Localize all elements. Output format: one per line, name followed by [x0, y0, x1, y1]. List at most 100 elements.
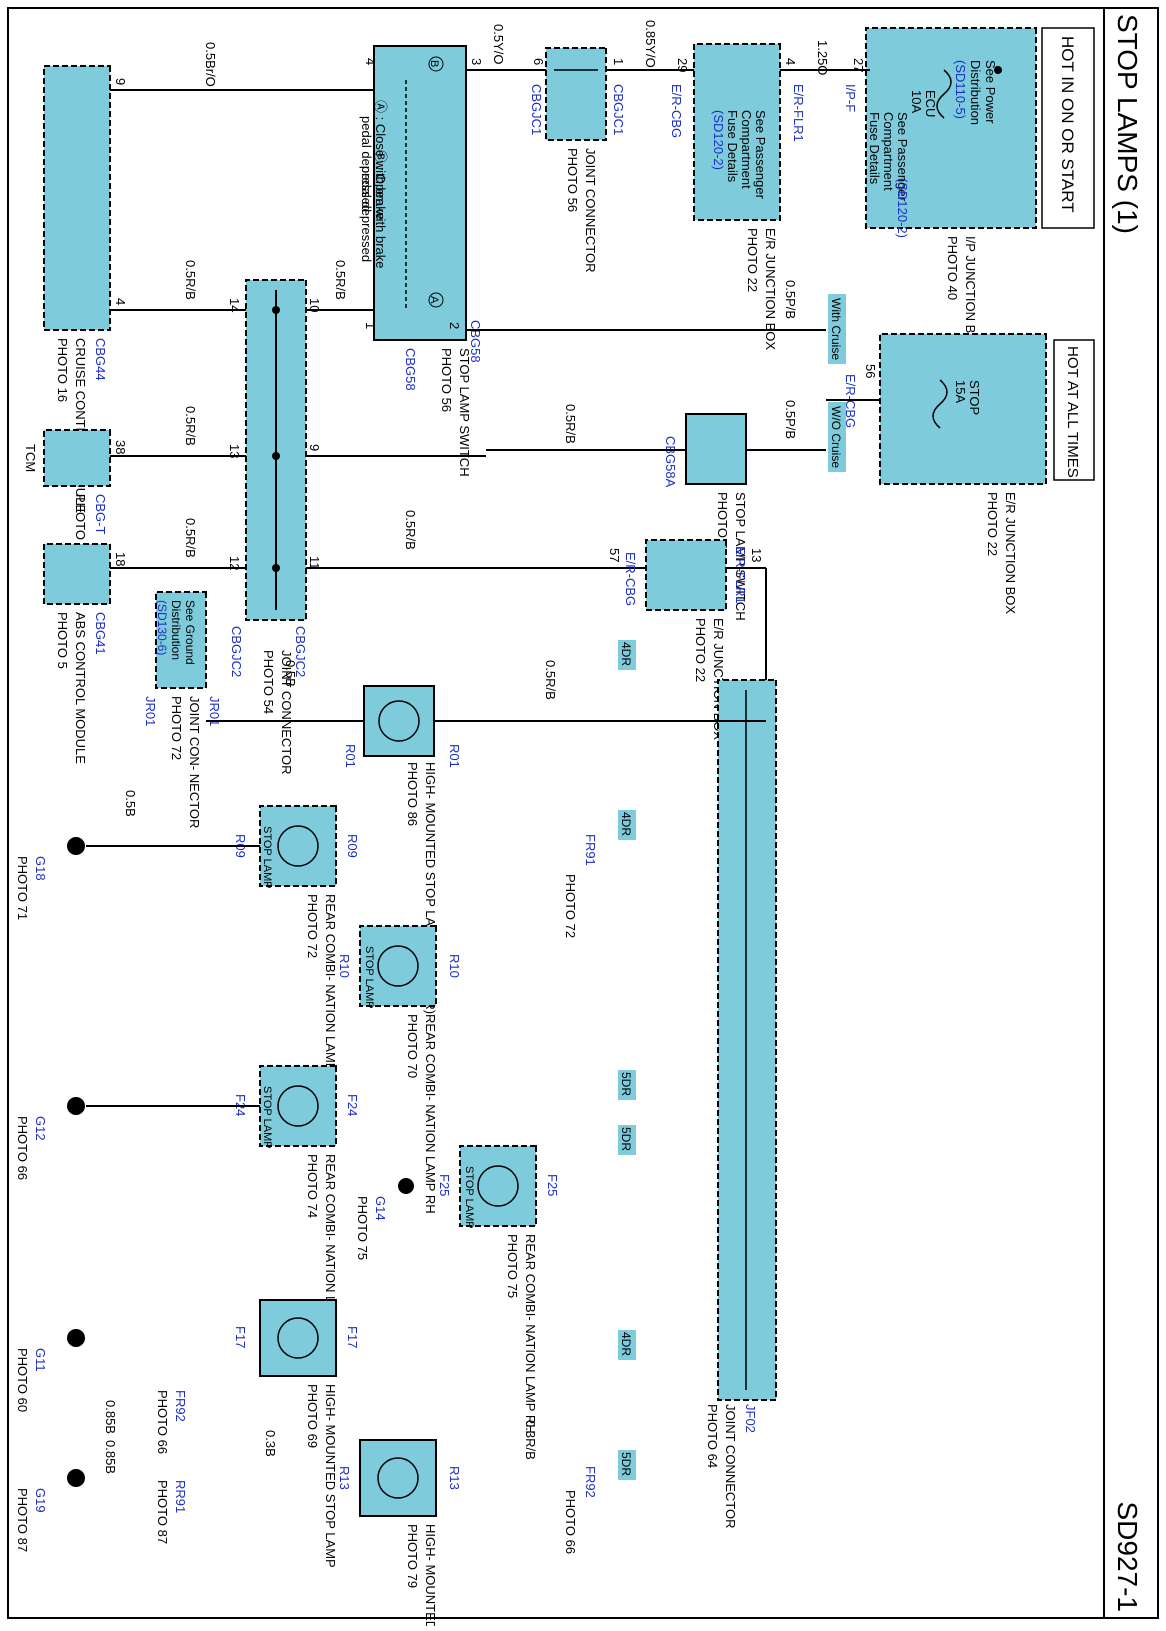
ccm-label: CRUISE CONTROL MODULE — [73, 338, 88, 513]
conn-jr01-b: JR01 — [143, 696, 158, 726]
ground-note-1: See Ground — [183, 600, 197, 665]
pass-fuse-note-4: (SD120-2) — [895, 178, 910, 238]
er-junction-box-mid — [645, 539, 727, 611]
rear-rh-5dr-label: REAR COMBI- NATION LAMP RH — [523, 1234, 538, 1434]
joint-connector-cbgjc1 — [545, 47, 607, 141]
switch-a-icon — [428, 292, 444, 308]
er-fuse-note-4: (SD120-2) — [711, 110, 726, 170]
tag-4dr-1-text: 4DR — [619, 642, 633, 666]
stop-fuse-label: STOP — [967, 380, 982, 415]
tcm — [43, 429, 111, 487]
conn-jr01-a: JR01 — [207, 696, 222, 726]
wire-085b-label-2: 0.85B — [103, 1440, 118, 1474]
pin-9-ccm: 9 — [113, 78, 128, 85]
note-close-1: Ⓐ : Close with brake — [373, 100, 388, 220]
pin-12-jc2: 12 — [227, 556, 242, 570]
stop-lamp-text-1: STOP LAMP — [261, 826, 273, 889]
note-close-2: pedal depressed — [359, 116, 374, 212]
lamp-bulb-icon — [277, 825, 319, 867]
ground-g11-icon — [67, 1329, 85, 1347]
conn-r01-b: R01 — [447, 744, 462, 768]
pin-9-jc2: 9 — [307, 444, 322, 451]
pin-57-er: 57 — [607, 548, 622, 562]
tag-4dr-2-text: 4DR — [619, 812, 633, 836]
lamp-bulb-icon — [377, 945, 419, 987]
ground-g19: G19 — [33, 1488, 48, 1513]
note-open-1: Ⓑ : Open with brake — [373, 150, 388, 269]
rear-combi-lamp-lh-5dr — [259, 1065, 337, 1147]
wire-05bro-label: 0.5Br/O — [203, 42, 218, 87]
tag-with-cruise — [828, 294, 846, 364]
wire-05b-g18-label: 0.5B — [123, 790, 138, 817]
conn-ercbg-stop: E/R-CBG — [843, 374, 858, 428]
conn-cbgt: CBG-T — [93, 494, 108, 535]
stop-fuse-amp: 15A — [953, 380, 968, 403]
hmsl-spoiler — [363, 685, 435, 757]
g14-photo: PHOTO 75 — [355, 1196, 370, 1260]
er-junction-box-top — [693, 43, 781, 221]
stop-fuse-icon — [932, 379, 948, 429]
jc2-label: JOINT CONNECTOR — [279, 650, 294, 774]
wire-03b-label: 0.3B — [263, 1430, 278, 1457]
pin-29: 29 — [675, 58, 690, 72]
ground-g18-icon — [67, 837, 85, 855]
pin-56: 56 — [863, 364, 878, 378]
see-power-note-3: (SD110-5) — [953, 60, 968, 119]
switch-a-label: A — [428, 296, 440, 304]
rear-combi-lamp-lh-4dr — [259, 805, 337, 887]
conn-r10-b: R10 — [447, 954, 462, 978]
jc1-label: JOINT CONNECTOR — [583, 148, 598, 272]
wire-05rb-ccm-label: 0.5R/B — [183, 260, 198, 300]
hot-run-label: HOT IN ON OR START — [1058, 36, 1077, 213]
conn-r09-b: R09 — [345, 834, 360, 858]
rear-rh-4dr-label: REAR COMBI- NATION LAMP RH — [423, 1014, 438, 1214]
hot-always-box — [1053, 339, 1095, 481]
tag-5dr-1 — [618, 1070, 636, 1100]
jc2-photo: PHOTO 54 — [261, 650, 276, 714]
pin-13-er: 13 — [749, 548, 764, 562]
tag-5dr-3-text: 5DR — [619, 1452, 633, 1476]
conn-cbg41: CBG41 — [93, 612, 108, 655]
conn-cbgjc2-right: CBGJC2 — [293, 626, 308, 677]
conn-erflr1-top: E/R-FLR1 — [791, 84, 806, 142]
tag-5dr-1-text: 5DR — [619, 1072, 633, 1096]
switch-b-label: B — [428, 60, 440, 67]
conn-rr91: RR91 — [173, 1480, 188, 1513]
conn-ercbg-mid: E/R-CBG — [623, 552, 638, 606]
wire-05yo-label: 0.5Y/O — [491, 24, 506, 64]
conn-ercbg-top: E/R-CBG — [669, 84, 684, 138]
abs-photo: PHOTO 5 — [55, 612, 70, 669]
conn-fr92-b: FR92 — [583, 1466, 598, 1498]
g12-photo: PHOTO 66 — [15, 1116, 30, 1180]
conn-r13-a: R13 — [337, 1466, 352, 1490]
tag-wo-cruise — [828, 402, 846, 472]
hmsl-4dr-photo: PHOTO 69 — [305, 1384, 320, 1448]
switch-label: STOP LAMP SWITCH — [457, 348, 472, 477]
lamp-bulb-icon — [378, 700, 420, 742]
wire-125o-label: 1.25O — [815, 40, 830, 75]
pin-1-switch: 1 — [363, 322, 378, 329]
rear-combi-lamp-rh-5dr — [459, 1145, 537, 1227]
pin-4-ccm: 4 — [113, 298, 128, 305]
hmsl-4dr-label: HIGH- MOUNTED STOP LAMP — [323, 1384, 338, 1568]
ground-g19-icon — [67, 1469, 85, 1487]
jc1-photo: PHOTO 56 — [565, 148, 580, 212]
wire-05rb-er-jc2-label: 0.5R/B — [403, 510, 418, 550]
pin-4-erflr1: 4 — [783, 58, 798, 65]
lamp-bulb-icon — [277, 1085, 319, 1127]
conn-erflr1-mid: E/R-FLR1 — [733, 546, 748, 604]
wire-05b-hmsl-sp-label: 0.5B — [283, 660, 298, 687]
stop-lamp-text-2: STOP LAMP — [363, 946, 375, 1009]
splice-dot — [994, 66, 1002, 74]
wire-05rb-tcm-label: 0.5R/B — [183, 406, 198, 446]
rear-lh-5dr-photo: PHOTO 74 — [305, 1154, 320, 1218]
pin-38-tcm: 38 — [113, 440, 128, 454]
jc2-dot-2 — [272, 452, 280, 460]
ground-g14-icon — [398, 1178, 414, 1194]
conn-r01-a: R01 — [343, 744, 358, 768]
stop-lamp-switch-wo-cruise — [685, 413, 747, 485]
note-open-2: pedal depressed — [359, 166, 374, 262]
tag-5dr-3 — [618, 1450, 636, 1480]
ground-g11: G11 — [33, 1348, 48, 1372]
